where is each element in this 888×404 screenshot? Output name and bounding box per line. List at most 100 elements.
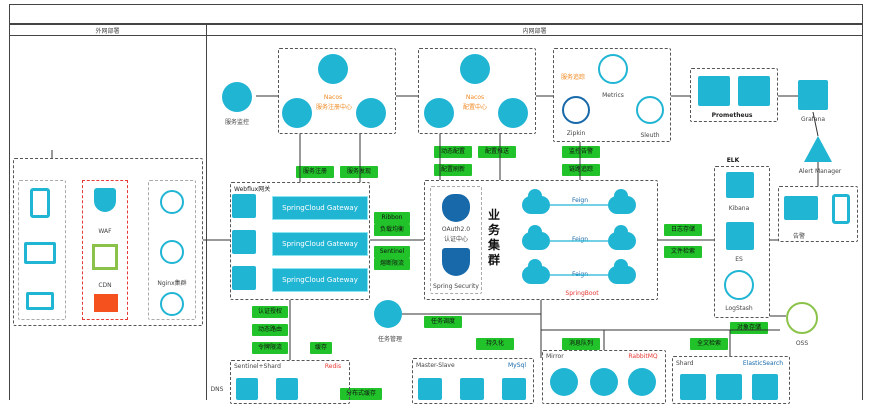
registry-node-icon (356, 98, 386, 128)
link-track-tag: 链路追踪 (562, 164, 600, 176)
es-node-icon (680, 374, 706, 400)
mirror-label: Mirror (546, 353, 564, 360)
config-refresh-tag: 配置刷新 (434, 164, 472, 176)
springboot-label: SpringBoot (565, 290, 599, 297)
tablet-icon (30, 188, 50, 218)
security-icon (442, 248, 470, 276)
mail-icon (784, 196, 818, 220)
distributed-cache-tag: 分布式缓存 (340, 388, 382, 400)
nacos-registry-box (278, 48, 396, 134)
discover-tag: 服务发现 (340, 166, 378, 178)
business-title: 业 务 集 群 (486, 208, 502, 268)
rate-limit-tag: 令牌限流 (252, 342, 288, 354)
sentinel-tag: Sentinel (374, 246, 410, 258)
logstash-label: LogStash (725, 305, 753, 312)
shard-label: Shard (676, 360, 694, 367)
tracing-box (553, 48, 671, 142)
nacos2-sub: 配置中心 (462, 104, 487, 111)
firewall-icon (94, 294, 118, 312)
config-db-icon (460, 54, 490, 84)
prometheus-icon (698, 76, 730, 106)
dynamic-route-tag: 动态路由 (252, 324, 288, 336)
nginx-node-icon (160, 292, 184, 316)
monitor-icon (24, 242, 56, 264)
service-cloud-icon (522, 225, 550, 250)
rabbitmq-node-icon (550, 368, 578, 396)
monitor-alarm-tag: 监控告警 (562, 146, 600, 158)
business-cluster (424, 180, 658, 300)
gateway-gear-icon (232, 230, 256, 254)
gateway-title: Webflux网关 (234, 186, 271, 193)
alarm-label: 告警 (792, 233, 805, 240)
header-bar (9, 24, 863, 36)
mysql-icon (460, 378, 484, 400)
nacos-config-box (418, 48, 536, 134)
config-node-icon (498, 98, 528, 128)
oauth-icon (442, 194, 470, 222)
left-border (9, 36, 10, 400)
phone-icon (832, 194, 850, 224)
prometheus-icon (738, 76, 770, 106)
waf-shield-icon (94, 188, 116, 212)
redis-title: Sentinel+Shard (234, 363, 281, 370)
right-border (862, 36, 863, 400)
service-cloud-icon (522, 259, 550, 284)
gateway-gear-icon (232, 266, 256, 290)
object-storage-tag: 对象存储 (730, 322, 768, 334)
gateway-gear-icon (232, 194, 256, 218)
business-title-char: 业 (487, 208, 500, 222)
nacos2-title: Nacos (465, 94, 485, 101)
circuit-break-tag: 熔断限流 (374, 258, 410, 270)
task-manage-label: 任务管理 (377, 336, 402, 343)
gateway-box (230, 182, 370, 300)
prometheus-box (690, 68, 778, 122)
registry-node-icon (282, 98, 312, 128)
elastic-label: ElasticSearch (742, 360, 784, 367)
service-monitor-label: 服务监控 (224, 119, 249, 126)
business-title-char: 务 (487, 223, 500, 237)
rabbitmq-label: RabbitMQ (628, 353, 658, 360)
column-divider (206, 24, 207, 400)
oss-cloud-icon (786, 302, 818, 334)
gateway-node: SpringCloud Gateway (272, 232, 368, 256)
redis-icon (276, 378, 298, 400)
es-node-icon (716, 374, 742, 400)
es-icon (726, 222, 754, 250)
top-border (9, 4, 863, 24)
es-node-icon (752, 374, 778, 400)
cache-tag: 缓存 (310, 342, 332, 354)
nginx-label: Nginx集群 (157, 280, 187, 287)
persist-tag: 持久化 (476, 338, 514, 350)
oauth-label: OAuth2.0 (441, 226, 471, 233)
rabbitmq-node-icon (628, 368, 656, 396)
devices-group (18, 180, 66, 320)
redis-label: Redis (324, 363, 342, 370)
config-node-icon (424, 98, 454, 128)
nacos-title: Nacos (323, 94, 343, 101)
auth-tag: 认证授权 (252, 306, 288, 318)
internal-header: 内网部署 (522, 28, 547, 35)
cdn-label: CDN (98, 282, 112, 289)
gateway-node: SpringCloud Gateway (272, 196, 368, 220)
oauth-sub: 认证中心 (443, 236, 468, 243)
auth-group (430, 186, 482, 294)
kibana-label: Kibana (728, 205, 750, 212)
grafana-label: Grafana (800, 116, 826, 123)
kibana-icon (726, 172, 754, 198)
metrics-icon (598, 54, 628, 84)
prometheus-label: Prometheus (711, 112, 753, 119)
grafana-icon (798, 80, 828, 110)
cdn-icon (92, 244, 118, 270)
zipkin-label: Zipkin (566, 130, 586, 137)
oss-label: OSS (795, 340, 809, 347)
elk-box (714, 166, 770, 318)
zipkin-icon (562, 96, 590, 124)
ribbon-tag: Ribbon (374, 212, 410, 224)
sleuth-icon (636, 96, 664, 124)
register-tag: 服务注册 (296, 166, 334, 178)
alarm-box (778, 186, 858, 242)
dns-label: DNS (210, 386, 224, 393)
nginx-group (148, 180, 196, 320)
elk-title: ELK (726, 157, 740, 164)
